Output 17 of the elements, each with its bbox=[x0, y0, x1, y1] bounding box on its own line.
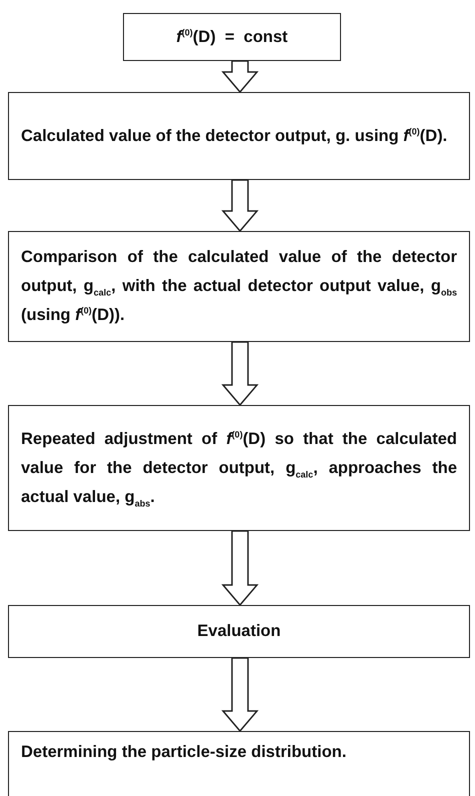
hollow-arrow bbox=[221, 60, 259, 94]
hollow-arrow bbox=[221, 179, 259, 232]
process-box bbox=[8, 731, 470, 796]
step-text: Calculated value of the detector output, g. using f$^{(0)}$(D). bbox=[21, 125, 448, 146]
step-text: f$^{(0)}$(D) = const bbox=[175, 26, 289, 48]
step-text: Determining the particle-size distribution. bbox=[21, 742, 348, 763]
hollow-arrow bbox=[221, 530, 259, 606]
step-text: Comparison of the calculated value of the detector output, g$_{calc}$, with the actual detector output value, g$_{obs}$ (using f$^{(0)}$(D)). bbox=[21, 247, 457, 326]
process-box bbox=[123, 13, 341, 61]
step-text: Repeated adjustment of f$^{(0)}$(D) so that the calculated value for the detector output, g$_{calc}$, approaches the actual value, g$_{abs}$. bbox=[21, 428, 457, 510]
hollow-arrow bbox=[221, 657, 259, 732]
process-box bbox=[8, 405, 470, 531]
process-box bbox=[8, 231, 470, 342]
step-text: Evaluation bbox=[196, 621, 282, 642]
hollow-arrow bbox=[221, 341, 259, 406]
process-box bbox=[8, 605, 470, 658]
process-box bbox=[8, 92, 470, 180]
